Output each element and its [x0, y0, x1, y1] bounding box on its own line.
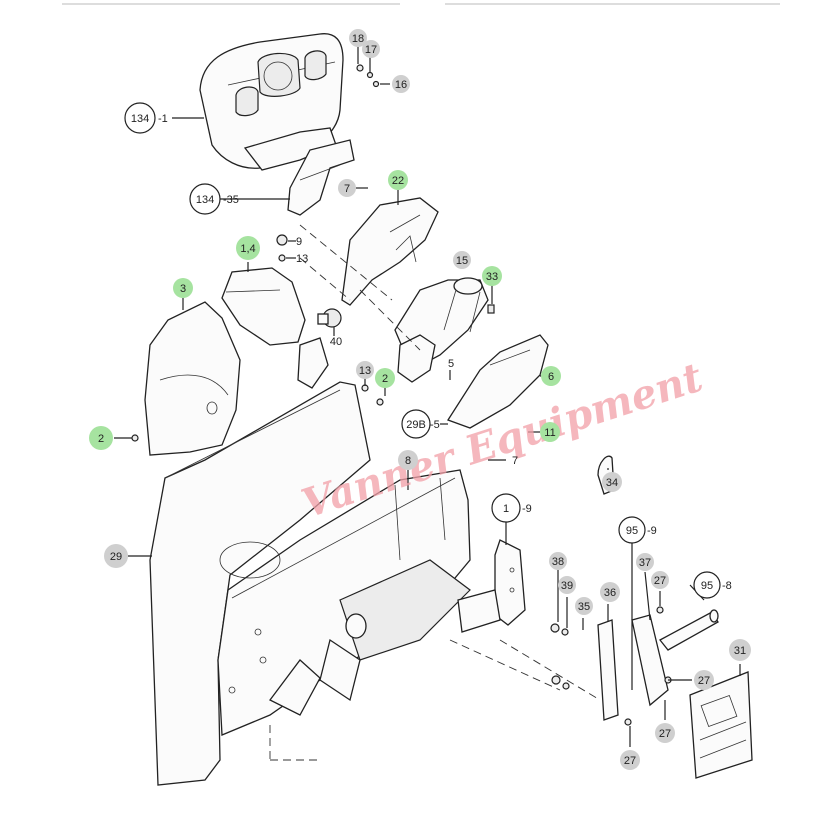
svg-text:15: 15	[456, 255, 468, 267]
hardware-parts	[131, 64, 672, 726]
svg-text:33: 33	[486, 271, 498, 283]
callout-13a: 13	[296, 253, 308, 265]
callout-38: 38	[549, 552, 567, 570]
callout-16: 16	[392, 75, 410, 93]
step-plate-part	[689, 671, 753, 779]
callout-134-35: 134 -35	[189, 183, 239, 215]
svg-text:7: 7	[512, 455, 518, 467]
leader-lines	[114, 46, 741, 747]
callout-2a: 2	[375, 368, 395, 388]
svg-text:5: 5	[448, 358, 454, 370]
svg-text:38: 38	[552, 556, 564, 568]
callout-7b: 7	[512, 455, 518, 467]
callout-1-9: 1 -9	[491, 493, 532, 523]
side-cover-part	[221, 267, 306, 346]
hinge-plates-part	[597, 609, 719, 721]
svg-text:1: 1	[503, 503, 509, 515]
svg-text:37: 37	[639, 557, 651, 569]
column-bracket-part	[394, 277, 495, 383]
svg-text:2: 2	[382, 373, 388, 385]
svg-text:134: 134	[196, 194, 214, 206]
svg-text:-5: -5	[430, 419, 440, 431]
svg-text:35: 35	[578, 601, 590, 613]
callout-29b-5: 29B -5	[401, 409, 440, 439]
svg-text:36: 36	[604, 587, 616, 599]
svg-text:27: 27	[654, 575, 666, 587]
svg-text:-9: -9	[522, 503, 532, 515]
svg-text:95: 95	[701, 580, 713, 592]
left-panel-part	[144, 301, 329, 456]
svg-text:13: 13	[296, 253, 308, 265]
svg-text:17: 17	[365, 44, 377, 56]
callout-95-9: 95 -9	[618, 516, 657, 544]
callout-2b: 2	[89, 426, 113, 450]
callout-6: 6	[541, 366, 561, 386]
bracket-plate-part	[287, 139, 355, 216]
callout-36: 36	[600, 582, 620, 602]
svg-text:9: 9	[296, 236, 302, 248]
svg-text:7: 7	[344, 183, 350, 195]
svg-text:18: 18	[352, 33, 364, 45]
svg-text:-35: -35	[223, 194, 239, 206]
svg-text:11: 11	[544, 427, 555, 439]
callout-7a: 7	[338, 179, 356, 197]
callout-27a: 27	[651, 571, 669, 589]
callout-33: 33	[482, 266, 502, 286]
svg-text:134: 134	[131, 113, 149, 125]
svg-text:31: 31	[734, 645, 746, 657]
svg-text:6: 6	[548, 371, 554, 383]
svg-text:13: 13	[359, 365, 371, 377]
svg-text:27: 27	[659, 728, 671, 740]
callout-8: 8	[398, 450, 418, 470]
svg-text:2: 2	[98, 433, 104, 445]
callout-134-1: 134 -1	[124, 102, 168, 134]
svg-text:95: 95	[626, 525, 638, 537]
callout-29: 29	[104, 544, 128, 568]
svg-text:1,4: 1,4	[240, 243, 255, 255]
callout-17: 17	[362, 40, 380, 58]
callout-31: 31	[729, 639, 751, 661]
lower-cover-part	[447, 334, 549, 429]
callout-1-4: 1,4	[236, 236, 260, 260]
svg-text:16: 16	[395, 79, 407, 91]
svg-text:27: 27	[624, 755, 636, 767]
svg-text:34: 34	[606, 477, 618, 489]
callout-40: 40	[330, 336, 342, 348]
callout-34: 34	[602, 472, 622, 492]
callout-9: 9	[296, 236, 302, 248]
svg-text:27: 27	[698, 675, 710, 687]
main-frame-part	[217, 469, 471, 736]
svg-text:22: 22	[392, 175, 404, 187]
callout-35: 35	[575, 597, 593, 615]
knob-part	[317, 308, 342, 328]
svg-text:39: 39	[561, 580, 573, 592]
svg-text:40: 40	[330, 336, 342, 348]
callout-27c: 27	[655, 723, 675, 743]
callout-18: 18	[349, 29, 367, 47]
side-panel-part	[149, 381, 371, 786]
callout-27b: 27	[694, 670, 714, 690]
callout-13b: 13	[356, 361, 374, 379]
svg-text:-9: -9	[647, 525, 657, 537]
callout-3: 3	[173, 278, 193, 298]
callout-11: 11	[540, 422, 560, 442]
mount-bracket-part	[457, 539, 526, 633]
callout-22: 22	[388, 170, 408, 190]
callout-95-8: 95 -8	[693, 571, 732, 599]
callout-27d: 27	[620, 750, 640, 770]
svg-text:-8: -8	[722, 580, 732, 592]
svg-text:29: 29	[110, 551, 122, 563]
callout-39: 39	[558, 576, 576, 594]
callout-15: 15	[453, 251, 471, 269]
svg-text:8: 8	[405, 455, 411, 467]
instrument-panel-part	[199, 33, 344, 171]
svg-text:-1: -1	[158, 113, 168, 125]
callout-5: 5	[448, 358, 454, 370]
svg-text:29B: 29B	[406, 419, 426, 431]
svg-text:3: 3	[180, 283, 186, 295]
callout-37: 37	[636, 553, 654, 571]
alignment-dashes	[269, 224, 601, 761]
